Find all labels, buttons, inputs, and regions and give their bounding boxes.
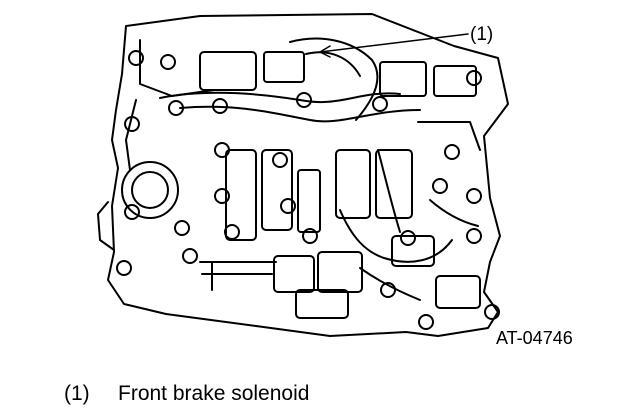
valve-body-outline — [107, 13, 509, 337]
legend-item: (1) Front brake solenoid — [64, 382, 309, 406]
legend-text: Front brake solenoid — [118, 382, 310, 405]
legend-number: (1) — [64, 382, 90, 405]
callout-leader — [319, 33, 469, 53]
bolt-heads — [116, 50, 500, 330]
bore-circle — [121, 161, 179, 219]
figure-code: AT-04746 — [496, 328, 573, 348]
callout-label: (1) — [470, 24, 494, 45]
